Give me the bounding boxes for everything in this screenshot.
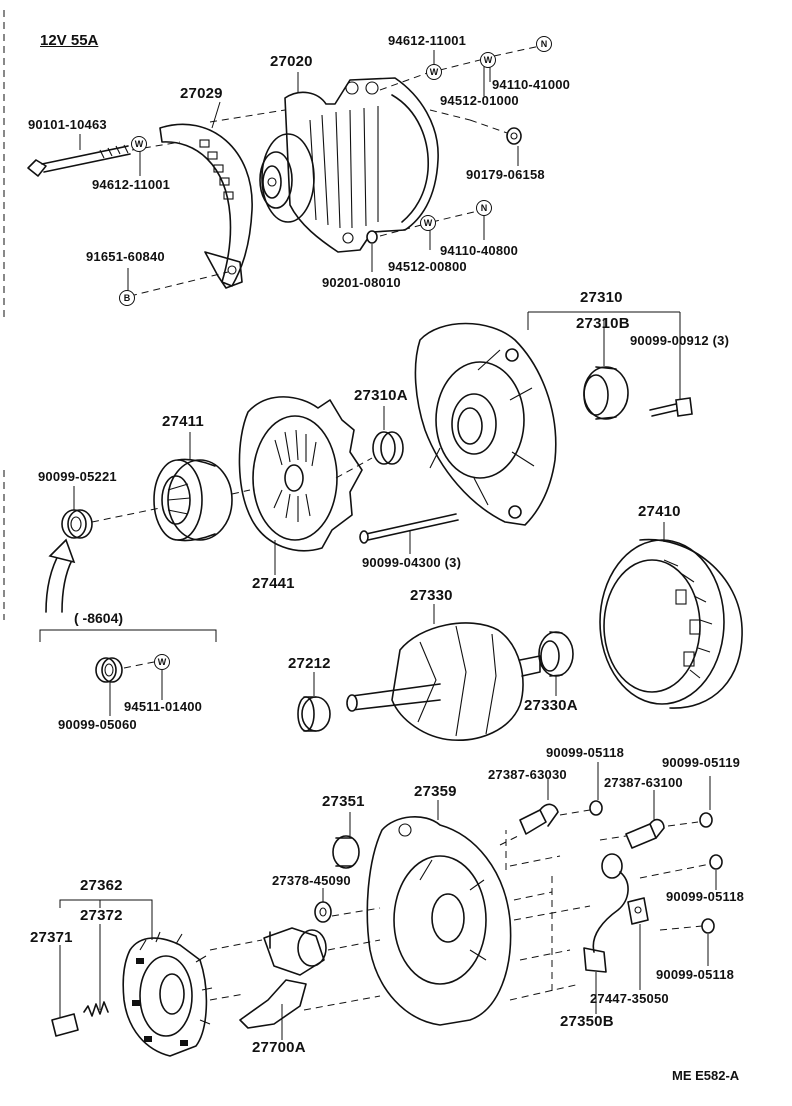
label-27351: 27351 bbox=[322, 793, 365, 810]
label-94511-01400: 94511-01400 bbox=[124, 699, 203, 714]
label-27447-35050: 27447-35050 bbox=[590, 991, 669, 1006]
label-27387-63100: 27387-63100 bbox=[604, 775, 683, 790]
bearing-27212-drawing bbox=[297, 696, 331, 732]
label-27330: 27330 bbox=[410, 587, 453, 604]
label-27441: 27441 bbox=[252, 575, 295, 592]
replacement-arrow bbox=[45, 538, 76, 613]
label-90099-00912: 90099-00912 (3) bbox=[630, 333, 730, 348]
label-94612-11001-top: 94612-11001 bbox=[388, 33, 467, 48]
screw-90099-00912-drawing bbox=[649, 397, 693, 417]
washer-symbol: W bbox=[420, 215, 436, 231]
label-90099-04300: 90099-04300 (3) bbox=[362, 555, 462, 570]
label-90099-05118-c: 90099-05118 bbox=[656, 967, 735, 982]
drive-end-frame-drawing bbox=[414, 322, 557, 526]
rotor-drawing bbox=[346, 622, 541, 741]
bracket-drawing bbox=[159, 123, 253, 289]
nut-symbol: N bbox=[536, 36, 552, 52]
label-27310B: 27310B bbox=[576, 315, 630, 332]
label-27330A: 27330A bbox=[524, 697, 578, 714]
label-90101-10463: 90101-10463 bbox=[28, 117, 107, 132]
label-27700A: 27700A bbox=[252, 1039, 306, 1056]
long-bolt-drawing bbox=[27, 141, 181, 177]
label-94612-11001-left: 94612-11001 bbox=[92, 177, 171, 192]
label-90099-05118-b: 90099-05118 bbox=[666, 889, 745, 904]
label-90201-08010: 90201-08010 bbox=[322, 275, 401, 290]
label-27410: 27410 bbox=[638, 503, 681, 520]
label-90099-05118-a: 90099-05118 bbox=[546, 745, 625, 760]
brush-holder-27700A-drawing bbox=[239, 927, 327, 1029]
label-94110-40800: 94110-40800 bbox=[440, 243, 519, 258]
label-27350B: 27350B bbox=[560, 1013, 614, 1030]
label-27372: 27372 bbox=[80, 907, 123, 924]
alternator-assembly-drawing bbox=[259, 77, 439, 253]
insulator-27387-63100-drawing bbox=[625, 812, 713, 849]
label-94110-41000: 94110-41000 bbox=[492, 77, 571, 92]
nut-90099-05060-drawing bbox=[95, 657, 123, 683]
washer-symbol: W bbox=[131, 136, 147, 152]
label-27362: 27362 bbox=[80, 877, 123, 894]
label-27310: 27310 bbox=[580, 289, 623, 306]
through-bolt-drawing bbox=[359, 513, 459, 544]
bearing-27310B-drawing bbox=[583, 366, 629, 420]
label-90179-06158: 90179-06158 bbox=[466, 167, 545, 182]
fan-drawing bbox=[238, 396, 363, 552]
washer-symbol: W bbox=[426, 64, 442, 80]
washer-symbol: W bbox=[480, 52, 496, 68]
rectifier-end-frame-drawing bbox=[366, 815, 512, 1026]
label-90099-05221: 90099-05221 bbox=[38, 469, 117, 484]
label-27359: 27359 bbox=[414, 783, 457, 800]
label-91651-60840: 91651-60840 bbox=[86, 249, 165, 264]
rectifier-drawing bbox=[122, 931, 213, 1057]
bolt-symbol: B bbox=[119, 290, 135, 306]
lead-wire-drawing bbox=[583, 853, 649, 973]
insulator-27387-63030-drawing bbox=[519, 800, 603, 835]
diagram-title: 12V 55A bbox=[40, 32, 99, 49]
label-90099-05119: 90099-05119 bbox=[662, 755, 741, 770]
label-27310A: 27310A bbox=[354, 387, 408, 404]
label-27378-45090: 27378-45090 bbox=[272, 873, 351, 888]
pulley-drawing bbox=[153, 458, 233, 542]
label-27020: 27020 bbox=[270, 53, 313, 70]
label-27029: 27029 bbox=[180, 85, 223, 102]
label-27411: 27411 bbox=[162, 413, 204, 430]
bearing-27330A-drawing bbox=[538, 631, 574, 677]
year-range: ( -8604) bbox=[74, 610, 124, 626]
label-27212: 27212 bbox=[288, 655, 331, 672]
label-90099-05060: 90099-05060 bbox=[58, 717, 137, 732]
nut-90099-05221-drawing bbox=[61, 509, 93, 539]
label-27387-63030: 27387-63030 bbox=[488, 767, 567, 782]
bush-27351-drawing bbox=[332, 835, 360, 869]
label-94512-00800: 94512-00800 bbox=[388, 259, 467, 274]
spacer-27310A-drawing bbox=[372, 431, 404, 465]
stator-drawing bbox=[599, 538, 743, 709]
drawing-code: ME E582-A bbox=[672, 1068, 740, 1083]
label-94512-01000: 94512-01000 bbox=[440, 93, 519, 108]
label-27371: 27371 bbox=[30, 929, 73, 946]
washer-symbol: W bbox=[154, 654, 170, 670]
nut-symbol: N bbox=[476, 200, 492, 216]
